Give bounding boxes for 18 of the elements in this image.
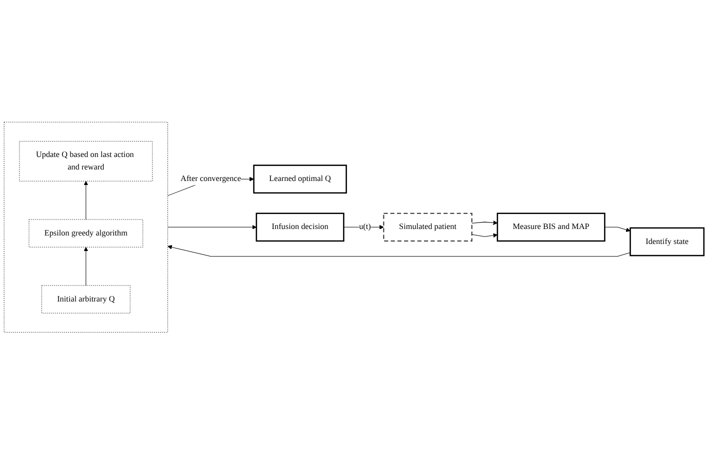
arrow xyxy=(604,226,630,232)
node-box: Epsilon greedy algorithm xyxy=(28,219,144,248)
edge-label: u(t) xyxy=(359,222,371,232)
arrow xyxy=(472,232,498,238)
node-box: Simulated patient xyxy=(383,212,472,242)
node-box: Initial arbitrary Q xyxy=(41,285,130,314)
node-box: Update Q based on last action and reward xyxy=(19,140,153,182)
arrow xyxy=(84,180,88,220)
node-box: Identify state xyxy=(630,227,705,256)
cluster xyxy=(4,122,168,332)
arrow xyxy=(472,220,498,225)
node-box: Measure BIS and MAP xyxy=(496,212,606,242)
arrow xyxy=(84,246,88,286)
node-box: Learned optimal Q xyxy=(253,164,347,194)
arrow xyxy=(168,244,631,256)
edge-label: After convergence xyxy=(180,174,242,184)
arrow xyxy=(168,224,257,230)
node-box: Infusion decision xyxy=(256,212,344,242)
